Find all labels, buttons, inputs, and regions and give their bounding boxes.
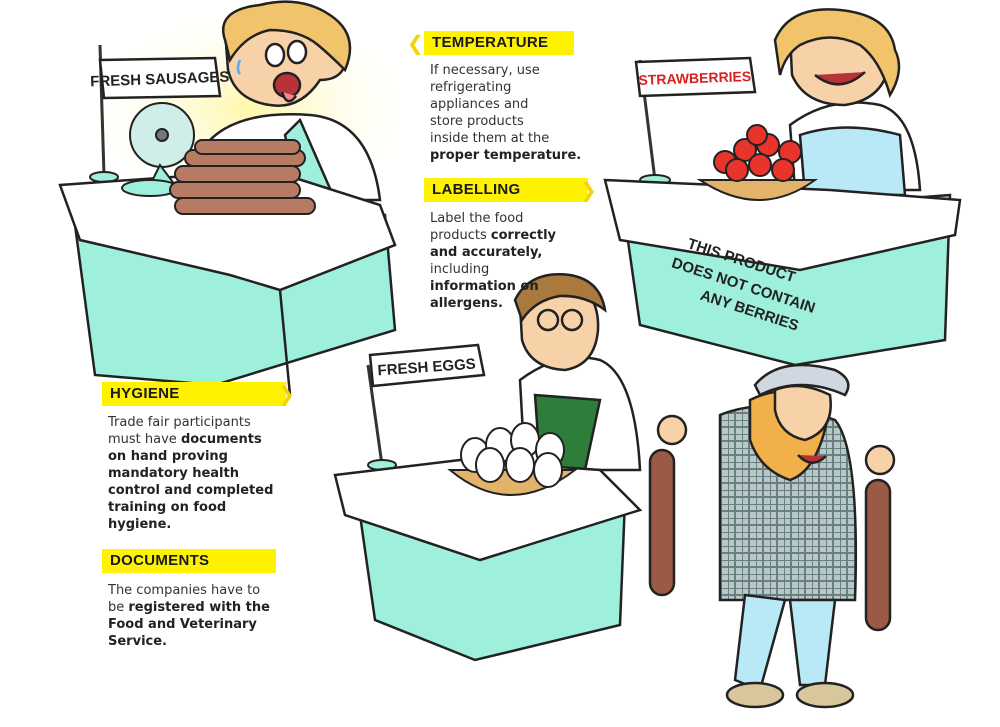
labelling-heading: LABELLING (424, 178, 588, 202)
egg-basket (447, 422, 578, 496)
strawberries-sign-text: STRAWBERRIES (638, 68, 751, 88)
labelling-emphasis: correctly (490, 228, 557, 243)
strawberry-stall: STRAWBERRIES THIS PRODUCT DOES NOT CONTA… (603, 8, 962, 367)
documents-emphasis: registered with the (128, 600, 270, 615)
hygiene-emphasis: on hand proving (108, 449, 228, 464)
documents-heading: DOCUMENTS (102, 549, 276, 573)
labelling-emphasis: information on (430, 279, 539, 294)
documents-line: be (108, 600, 129, 615)
sausage-pile (169, 139, 316, 215)
labelling-text: Label the food products correctly and ac… (430, 210, 600, 312)
temperature-emphasis: proper temperature. (430, 148, 582, 163)
hygiene-emphasis: training on food (108, 500, 227, 515)
labelling-line: Label the food (430, 211, 524, 226)
temperature-line: store products (430, 114, 524, 129)
chevron-right-icon: ❯ (580, 178, 597, 202)
hygiene-emphasis: control and completed (108, 483, 274, 498)
left-sausage (648, 448, 676, 597)
temperature-line: refrigerating (430, 80, 512, 95)
hygiene-text: Trade fair participants must have docume… (108, 414, 298, 533)
documents-emphasis: Food and Veterinary (108, 617, 257, 632)
strawberry-counter (603, 178, 962, 367)
temperature-heading: TEMPERATURE (424, 31, 574, 55)
sausage-stall: FRESH SAUSAGES (58, 0, 430, 396)
right-sausage (864, 478, 892, 632)
documents-line: The companies have to (108, 583, 261, 598)
documents-emphasis: Service. (108, 634, 167, 649)
eggs-sign-text: FRESH EGGS (377, 356, 476, 380)
electric-fan (121, 102, 195, 197)
hygiene-emphasis: documents (180, 432, 262, 447)
sausage-customer (648, 363, 896, 709)
strawberry-basket (696, 124, 819, 201)
eggs-sign: FRESH EGGS (366, 343, 486, 471)
labelling-line: products (430, 228, 491, 243)
sausages-sign: FRESH SAUSAGES (89, 44, 230, 183)
strawberries-sign: STRAWBERRIES (634, 56, 757, 186)
chevron-left-icon: ❮ (407, 31, 424, 55)
hygiene-line: must have (108, 432, 181, 447)
labelling-emphasis: allergens. (430, 296, 503, 311)
hygiene-heading: HYGIENE (102, 382, 286, 406)
smiling-vendor (773, 8, 922, 197)
temperature-line: inside them at the (430, 131, 550, 146)
chevron-right-icon: ❯ (278, 382, 295, 406)
labelling-line: including (430, 262, 490, 277)
egg-counter (333, 458, 643, 662)
temperature-line: appliances and (430, 97, 529, 112)
temperature-line: If necessary, use (430, 63, 540, 78)
hygiene-emphasis: hygiene. (108, 517, 172, 532)
hygiene-emphasis: mandatory health (108, 466, 239, 481)
egg-stall: FRESH EGGS (333, 273, 643, 662)
temperature-text: If necessary, use refrigerating applianc… (430, 62, 600, 164)
labelling-emphasis: and accurately, (430, 245, 543, 260)
sausages-sign-text: FRESH SAUSAGES (90, 69, 230, 91)
documents-text: The companies have to be registered with… (108, 582, 298, 650)
hygiene-line: Trade fair participants (108, 415, 251, 430)
